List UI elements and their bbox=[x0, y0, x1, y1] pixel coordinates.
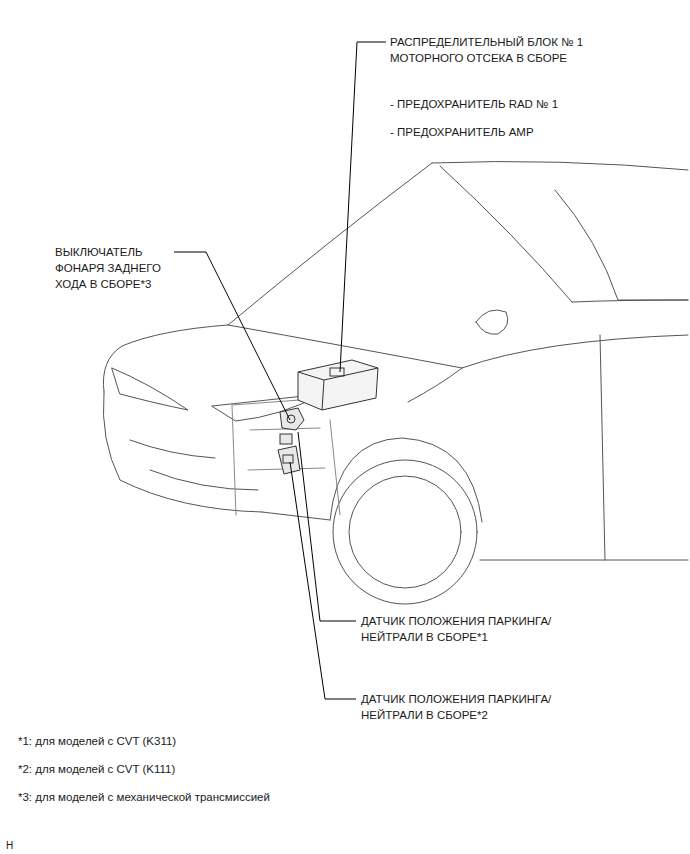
footnote: *2: для моделей с CVT (K111) bbox=[18, 761, 618, 777]
part-name: РАСПРЕДЕЛИТЕЛЬНЫЙ БЛОК № 1 МОТОРНОГО ОТС… bbox=[390, 34, 595, 66]
figure-code: H bbox=[6, 838, 46, 854]
leader-lines bbox=[174, 42, 386, 699]
fuse-name: - ПРЕДОХРАНИТЕЛЬ AMP bbox=[390, 124, 680, 140]
part-name: ДАТЧИК ПОЛОЖЕНИЯ ПАРКИНГА/ НЕЙТРАЛИ В СБ… bbox=[361, 613, 606, 645]
footnote: *1: для моделей с CVT (K311) bbox=[18, 733, 618, 749]
part-name: ДАТЧИК ПОЛОЖЕНИЯ ПАРКИНГА/ НЕЙТРАЛИ В СБ… bbox=[361, 691, 606, 723]
part-name: ВЫКЛЮЧАТЕЛЬ ФОНАРЯ ЗАДНЕГО ХОДА В СБОРЕ*… bbox=[55, 244, 177, 292]
fuse-name: - ПРЕДОХРАНИТЕЛЬ RAD № 1 bbox=[390, 96, 680, 112]
footnote: *3: для моделей с механической трансмисс… bbox=[18, 789, 618, 805]
